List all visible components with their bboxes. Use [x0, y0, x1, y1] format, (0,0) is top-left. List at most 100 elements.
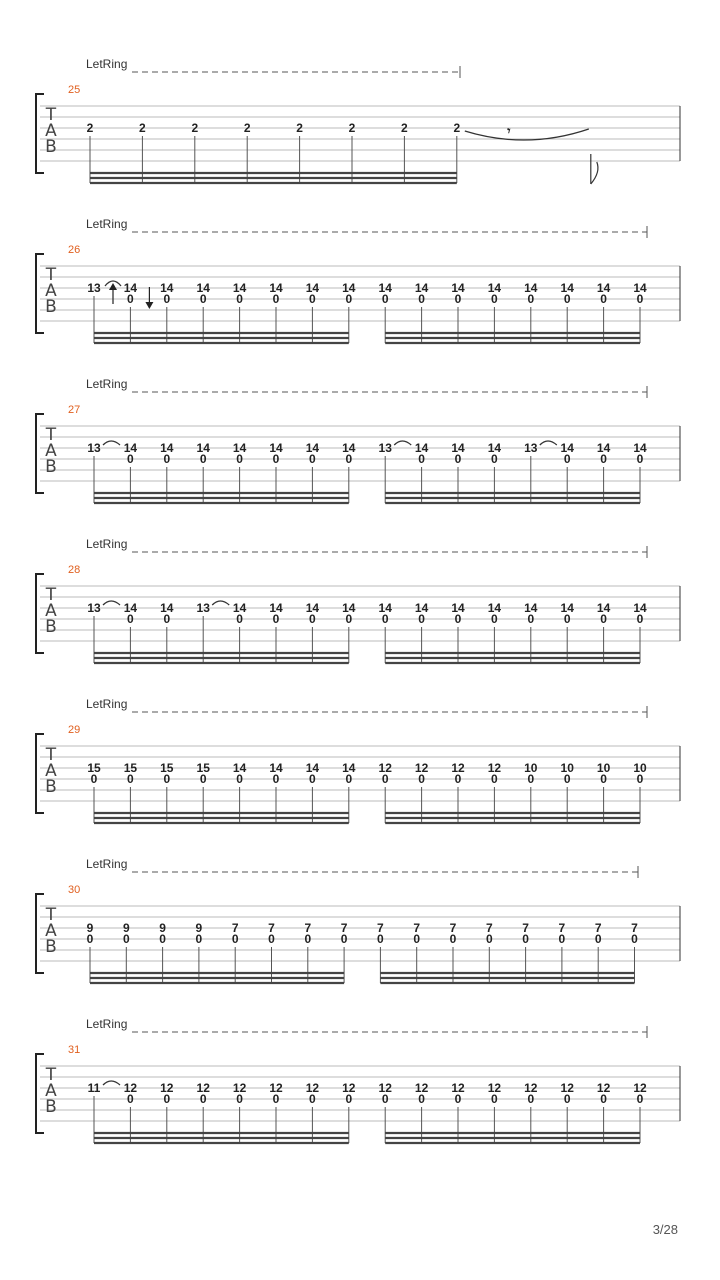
fret-number: 2	[349, 121, 356, 135]
fret-number: 0	[455, 452, 462, 466]
fret-number: 0	[309, 292, 316, 306]
fret-number: 0	[236, 1092, 243, 1106]
fret-number: 2	[296, 121, 303, 135]
fret-number: 7	[232, 921, 239, 935]
fret-number: 14	[415, 281, 429, 295]
fret-number: 14	[597, 441, 611, 455]
fret-number: 0	[600, 612, 607, 626]
fret-number: 12	[561, 1081, 575, 1095]
fret-number: 0	[600, 292, 607, 306]
fret-number: 14	[124, 441, 138, 455]
fret-number: 7	[450, 921, 457, 935]
fret-number: 0	[309, 612, 316, 626]
tab-clef-letter: A	[45, 601, 57, 621]
fret-number: 14	[451, 441, 465, 455]
fret-number: 13	[524, 441, 538, 455]
fret-number: 0	[418, 292, 425, 306]
fret-number: 0	[309, 772, 316, 786]
tie-arc	[539, 440, 558, 446]
fret-number: 14	[269, 441, 283, 455]
fret-number: 2	[139, 121, 146, 135]
fret-number: 11	[88, 1081, 101, 1095]
fret-number: 12	[342, 1081, 356, 1095]
fret-number: 0	[527, 1092, 534, 1106]
fret-number: 14	[561, 601, 575, 615]
fret-number: 0	[345, 292, 352, 306]
fret-number: 7	[377, 921, 384, 935]
fret-number: 0	[159, 932, 166, 946]
fret-number: 14	[415, 601, 429, 615]
system-bracket	[35, 573, 44, 654]
fret-number: 0	[309, 452, 316, 466]
fret-number: 12	[524, 1081, 538, 1095]
fret-number: 0	[600, 452, 607, 466]
tab-clef-letter: A	[45, 761, 57, 781]
fret-number: 0	[236, 292, 243, 306]
fret-number: 12	[269, 1081, 283, 1095]
fret-number: 0	[486, 932, 493, 946]
fret-number: 14	[306, 601, 320, 615]
fret-number: 0	[196, 932, 203, 946]
tab-clef-letter: T	[45, 105, 57, 125]
fret-number: 14	[233, 281, 247, 295]
fret-number: 0	[527, 612, 534, 626]
fret-number: 0	[413, 932, 420, 946]
tab-clef-letter: B	[45, 617, 57, 637]
fret-number: 14	[306, 441, 320, 455]
fret-number: 0	[163, 292, 170, 306]
fret-number: 0	[450, 932, 457, 946]
fret-number: 0	[236, 612, 243, 626]
tab-clef-letter: B	[45, 777, 57, 797]
fret-number: 14	[197, 441, 211, 455]
fret-number: 12	[233, 1081, 247, 1095]
fret-number: 0	[527, 772, 534, 786]
fret-number: 0	[382, 772, 389, 786]
fret-number: 0	[200, 1092, 207, 1106]
fret-number: 13	[87, 601, 101, 615]
fret-number: 0	[491, 292, 498, 306]
tab-clef-letter: T	[45, 425, 57, 445]
bend-arc	[104, 280, 122, 287]
fret-number: 0	[564, 772, 571, 786]
fret-number: 0	[491, 612, 498, 626]
fret-number: 12	[379, 761, 393, 775]
fret-number: 0	[273, 1092, 280, 1106]
fret-number: 14	[488, 281, 502, 295]
fret-number: 0	[163, 1092, 170, 1106]
system-bracket	[35, 93, 44, 174]
tie-arc	[211, 600, 230, 606]
tab-clef-letter: B	[45, 1097, 57, 1117]
tab-clef-letter: A	[45, 921, 57, 941]
fret-number: 0	[304, 932, 311, 946]
let-ring-label: LetRing	[86, 377, 127, 391]
fret-number: 7	[341, 921, 348, 935]
fret-number: 14	[597, 281, 611, 295]
fret-number: 12	[306, 1081, 320, 1095]
fret-number: 14	[415, 441, 429, 455]
slur-arc	[464, 128, 589, 141]
fret-number: 14	[633, 281, 647, 295]
tab-clef-letter: T	[45, 905, 57, 925]
fret-number: 0	[418, 612, 425, 626]
fret-number: 14	[160, 281, 174, 295]
let-ring-label: LetRing	[86, 217, 127, 231]
fret-number: 0	[595, 932, 602, 946]
fret-number: 14	[342, 601, 356, 615]
fret-number: 0	[564, 452, 571, 466]
fret-number: 7	[559, 921, 566, 935]
fret-number: 0	[236, 452, 243, 466]
fret-number: 0	[163, 612, 170, 626]
fret-number: 0	[455, 1092, 462, 1106]
fret-number: 2	[244, 121, 251, 135]
fret-number: 0	[200, 452, 207, 466]
fret-number: 12	[160, 1081, 174, 1095]
fret-number: 10	[524, 761, 538, 775]
measure-number: 27	[68, 404, 80, 416]
fret-number: 0	[127, 452, 134, 466]
rest-flag	[590, 161, 599, 185]
fret-number: 15	[124, 761, 138, 775]
